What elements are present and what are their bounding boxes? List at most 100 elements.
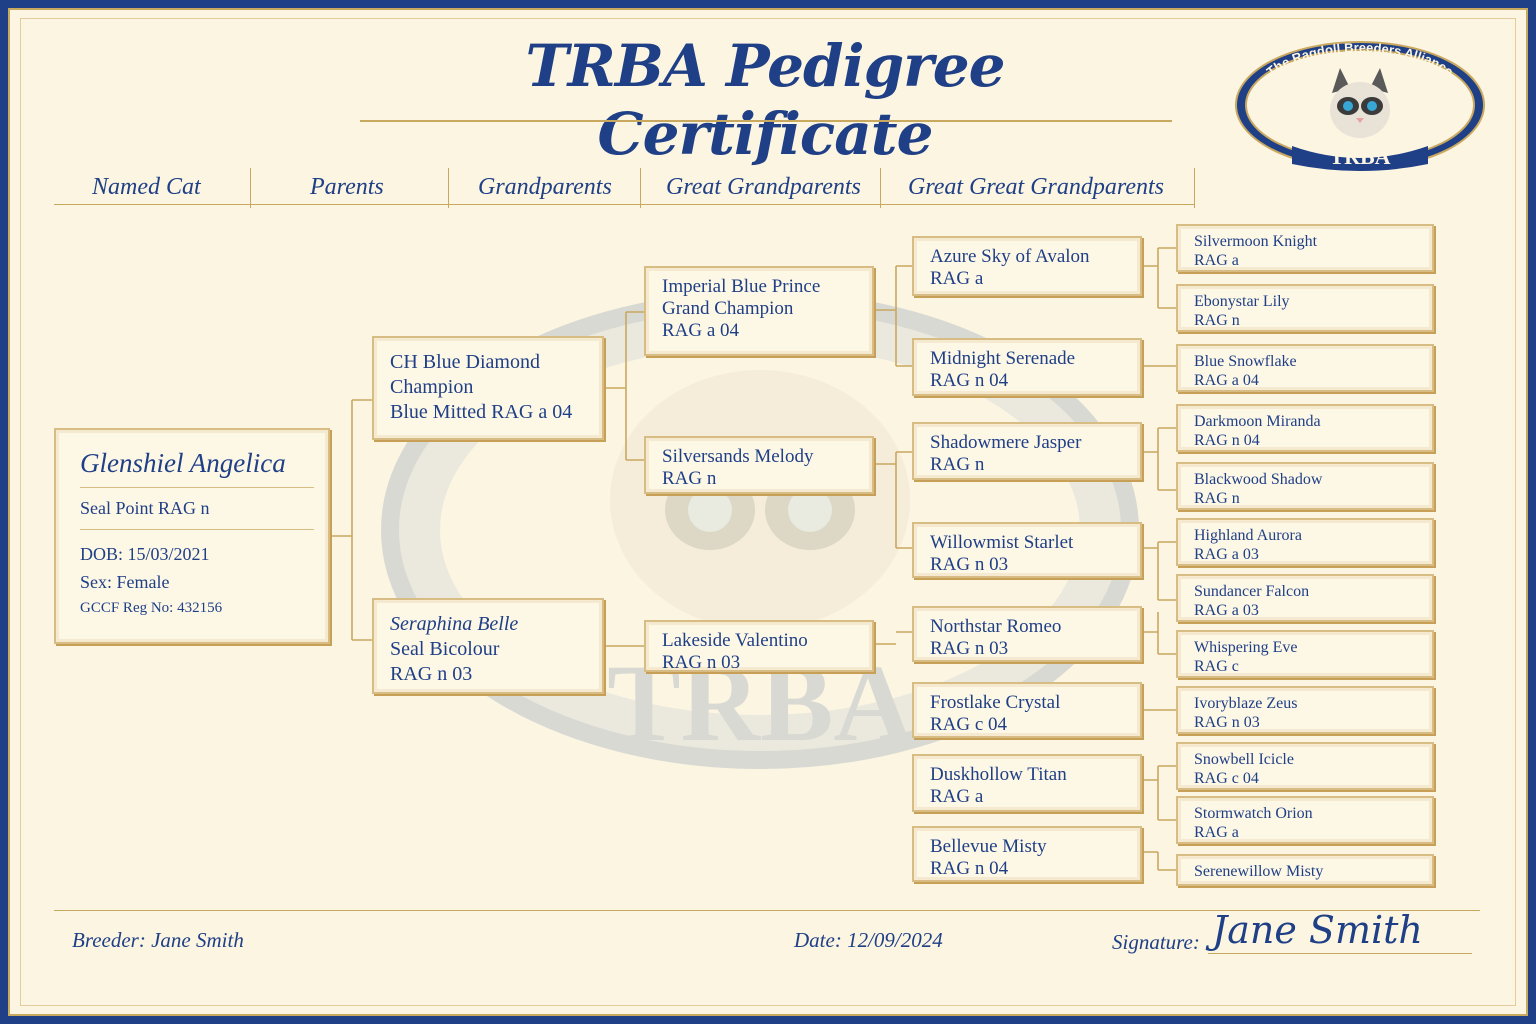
signature-line bbox=[1208, 953, 1472, 954]
cat-variety: RAG n 03 bbox=[1194, 714, 1260, 731]
cat-variety: RAG a 04 bbox=[662, 320, 740, 341]
cat-variety: RAG a 03 bbox=[1194, 602, 1259, 619]
cat-variety: RAG n 04 bbox=[930, 858, 1009, 879]
cat-name: Silvermoon Knight bbox=[1194, 233, 1318, 250]
date-label: Date: 12/09/2024 bbox=[794, 928, 943, 952]
cat-name: Imperial Blue Prince bbox=[662, 276, 821, 297]
header-rule bbox=[54, 204, 1194, 205]
parent-card-dam[interactable]: Seraphina Belle Seal Bicolour RAG n 03 bbox=[372, 598, 604, 694]
trba-logo: The Ragdoll Breeders Alliance TRBA bbox=[1235, 40, 1485, 171]
great-great-grandparent-card[interactable]: Ivoryblaze Zeus RAG n 03 bbox=[1176, 686, 1434, 734]
great-great-grandparent-card[interactable]: Highland Aurora RAG a 03 bbox=[1176, 518, 1434, 566]
cat-variety: RAG a 03 bbox=[1194, 546, 1259, 563]
column-divider bbox=[1194, 168, 1195, 208]
cat-name: Highland Aurora bbox=[1194, 527, 1302, 544]
cat-variety: RAG a 04 bbox=[1194, 372, 1259, 389]
breeder-label: Breeder: Jane Smith bbox=[72, 928, 244, 952]
great-grandparent-card[interactable]: Frostlake Crystal RAG c 04 bbox=[912, 682, 1142, 738]
great-grandparent-card[interactable]: Shadowmere Jasper RAG n bbox=[912, 422, 1142, 480]
cat-name: Midnight Serenade bbox=[930, 348, 1076, 369]
cat-variety: RAG n 03 bbox=[930, 638, 1009, 659]
cat-variety: RAG c 04 bbox=[1194, 770, 1259, 787]
cat-name: Blackwood Shadow bbox=[1194, 471, 1323, 488]
cat-variety: RAG n 03 bbox=[930, 554, 1009, 575]
cat-variety: RAG a bbox=[930, 268, 984, 289]
cat-reg: RAG n 03 bbox=[390, 663, 473, 685]
named-cat-dob: DOB: 15/03/2021 bbox=[80, 544, 210, 564]
cat-name: Sundancer Falcon bbox=[1194, 583, 1310, 600]
cat-name: Ivoryblaze Zeus bbox=[1194, 695, 1298, 712]
great-great-grandparent-card[interactable]: Sundancer Falcon RAG a 03 bbox=[1176, 574, 1434, 622]
signature-label: Signature: bbox=[1112, 930, 1200, 954]
cat-name: Ebonystar Lily bbox=[1194, 293, 1290, 310]
column-header-great-grandparents: Great Grandparents bbox=[666, 174, 861, 200]
cat-title: Grand Champion bbox=[662, 298, 794, 319]
great-grandparent-card[interactable]: Northstar Romeo RAG n 03 bbox=[912, 606, 1142, 662]
cat-variety: Seal Bicolour bbox=[390, 638, 500, 660]
great-great-grandparent-card[interactable]: Silvermoon Knight RAG a bbox=[1176, 224, 1434, 272]
column-header-parents: Parents bbox=[310, 174, 384, 200]
cat-name: Willowmist Starlet bbox=[930, 532, 1074, 553]
cat-name: Lakeside Valentino bbox=[662, 630, 808, 651]
column-header-great-great-grandparents: Great Great Grandparents bbox=[908, 174, 1164, 200]
grandparent-card[interactable]: Lakeside Valentino RAG n 03 bbox=[644, 620, 874, 673]
cat-variety: RAG n 04 bbox=[1194, 432, 1260, 449]
column-divider bbox=[250, 168, 251, 208]
cat-variety: Blue Mitted RAG a 04 bbox=[390, 401, 573, 423]
cat-name: Bellevue Misty bbox=[930, 836, 1047, 857]
cat-variety: RAG a bbox=[1194, 252, 1239, 269]
great-great-grandparent-card[interactable]: Serenewillow Misty bbox=[1176, 854, 1434, 886]
title-underline bbox=[360, 120, 1172, 122]
signature: Jane Smith bbox=[1212, 908, 1423, 952]
column-divider bbox=[640, 168, 641, 208]
cat-name: Blue Snowflake bbox=[1194, 353, 1297, 370]
footer-rule bbox=[54, 910, 1480, 911]
great-great-grandparent-card[interactable]: Stormwatch Orion RAG a bbox=[1176, 796, 1434, 844]
cat-variety: RAG n 03 bbox=[662, 652, 741, 673]
column-divider bbox=[880, 168, 881, 208]
cat-variety: RAG c bbox=[1194, 658, 1239, 675]
cat-name: Seraphina Belle bbox=[390, 613, 519, 635]
great-great-grandparent-card[interactable]: Blue Snowflake RAG a 04 bbox=[1176, 344, 1434, 392]
great-great-grandparent-card[interactable]: Blackwood Shadow RAG n bbox=[1176, 462, 1434, 510]
logo-abbrev: TRBA bbox=[1329, 144, 1390, 169]
cat-variety: RAG n bbox=[662, 468, 717, 489]
great-grandparent-card[interactable]: Midnight Serenade RAG n 04 bbox=[912, 338, 1142, 396]
cat-name: Frostlake Crystal bbox=[930, 692, 1061, 713]
cat-variety: RAG n bbox=[1194, 312, 1240, 329]
great-great-grandparent-card[interactable]: Whispering Eve RAG c bbox=[1176, 630, 1434, 678]
cat-name: Azure Sky of Avalon bbox=[930, 246, 1090, 267]
great-grandparent-card[interactable]: Duskhollow Titan RAG a bbox=[912, 754, 1142, 812]
column-header-grandparents: Grandparents bbox=[478, 174, 612, 200]
cat-name: Shadowmere Jasper bbox=[930, 432, 1082, 453]
cat-name: Northstar Romeo bbox=[930, 616, 1062, 637]
named-cat-variety: Seal Point RAG n bbox=[80, 498, 314, 530]
named-cat-name: Glenshiel Angelica bbox=[80, 448, 314, 488]
cat-name: Whispering Eve bbox=[1194, 639, 1298, 656]
cat-name: Serenewillow Misty bbox=[1194, 863, 1324, 880]
grandparent-card[interactable]: Imperial Blue Prince Grand Champion RAG … bbox=[644, 266, 874, 356]
named-cat-card[interactable]: Glenshiel Angelica Seal Point RAG n DOB:… bbox=[54, 428, 330, 644]
parent-card-sire[interactable]: CH Blue Diamond Champion Blue Mitted RAG… bbox=[372, 336, 604, 440]
great-great-grandparent-card[interactable]: Ebonystar Lily RAG n bbox=[1176, 284, 1434, 332]
cat-name: Darkmoon Miranda bbox=[1194, 413, 1321, 430]
great-grandparent-card[interactable]: Willowmist Starlet RAG n 03 bbox=[912, 522, 1142, 578]
column-header-named-cat: Named Cat bbox=[92, 174, 201, 200]
cat-variety: RAG n 04 bbox=[930, 370, 1009, 391]
great-great-grandparent-card[interactable]: Snowbell Icicle RAG c 04 bbox=[1176, 742, 1434, 790]
cat-variety: RAG a bbox=[930, 786, 984, 807]
column-divider bbox=[448, 168, 449, 208]
named-cat-sex: Sex: Female bbox=[80, 572, 170, 592]
cat-title: Champion bbox=[390, 376, 474, 398]
great-grandparent-card[interactable]: Bellevue Misty RAG n 04 bbox=[912, 826, 1142, 882]
cat-variety: RAG n bbox=[930, 454, 985, 475]
cat-variety: RAG n bbox=[1194, 490, 1240, 507]
cat-name: Silversands Melody bbox=[662, 446, 814, 467]
grandparent-card[interactable]: Silversands Melody RAG n bbox=[644, 436, 874, 494]
cat-name: Snowbell Icicle bbox=[1194, 751, 1294, 768]
great-great-grandparent-card[interactable]: Darkmoon Miranda RAG n 04 bbox=[1176, 404, 1434, 452]
great-grandparent-card[interactable]: Azure Sky of Avalon RAG a bbox=[912, 236, 1142, 296]
cat-name: CH Blue Diamond bbox=[390, 351, 540, 373]
